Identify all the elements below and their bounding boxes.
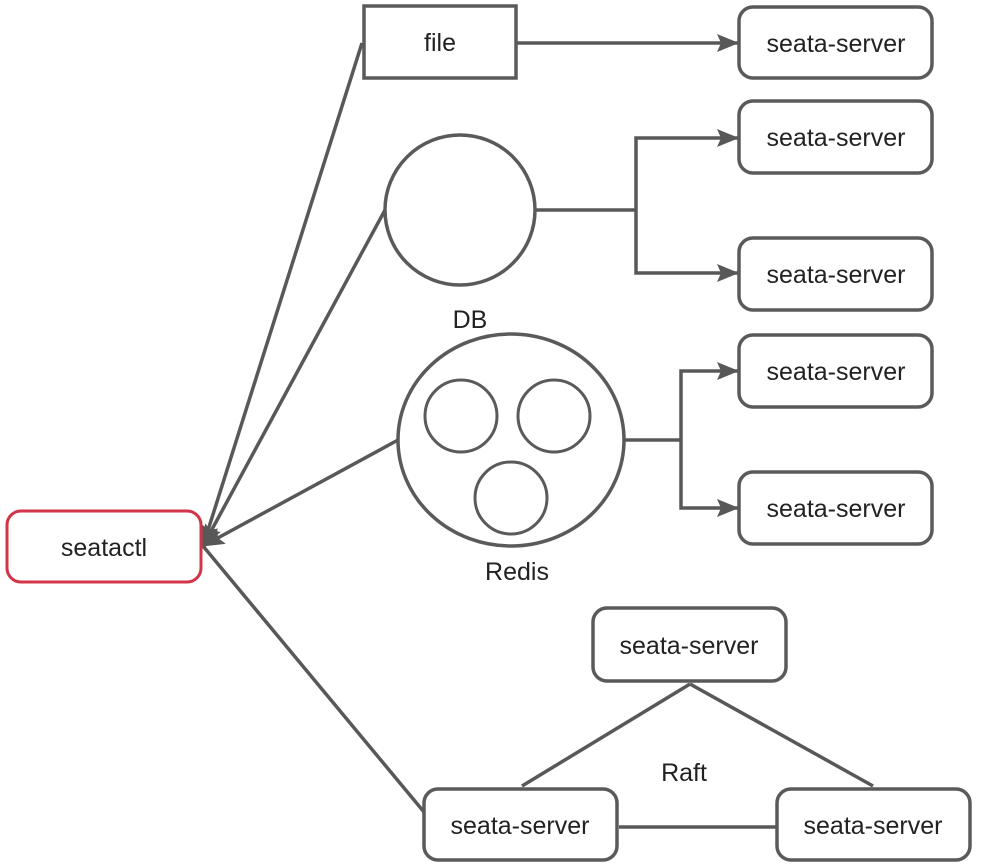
node-redis-server-1[interactable]: seata-server [737,333,934,409]
node-db-server-1[interactable]: seata-server [737,99,934,175]
node-db[interactable]: DB [383,133,537,334]
edge-db-to-server-2 [634,210,739,282]
file-label: file [424,29,456,57]
db-circle-icon [383,133,537,287]
redis-inner-circle-icon [473,460,549,536]
edge-file-to-client [200,42,364,547]
node-db-server-2[interactable]: seata-server [737,236,934,312]
server-label: seata-server [767,30,906,58]
node-raft-left-server[interactable]: seata-server [422,787,619,862]
edge-raft-top-left [521,682,691,788]
server-label: seata-server [620,632,759,660]
raft-label: Raft [661,759,707,787]
node-raft-top-server[interactable]: seata-server [591,606,788,683]
node-file[interactable]: file [362,4,518,80]
redis-label: Redis [485,558,549,586]
server-label: seata-server [804,812,943,840]
edges-to-client [200,42,426,814]
node-raft-right-server[interactable]: seata-server [775,787,972,862]
node-redis[interactable]: Redis [396,332,626,586]
edge-redis-to-server-2 [679,440,739,517]
edge-redis-to-client [202,438,399,548]
server-label: seata-server [767,495,906,523]
redis-inner-circle-icon [516,378,592,454]
edge-client-to-raft [201,544,426,814]
edge-raft-top-right [689,682,874,788]
server-label: seata-server [767,358,906,386]
server-label: seata-server [767,124,906,152]
edge-db-to-client [201,209,387,547]
seatactl-label: seatactl [61,534,147,562]
redis-inner-circle-icon [423,378,499,454]
db-label: DB [453,306,488,334]
node-file-server[interactable]: seata-server [737,5,934,80]
node-redis-server-2[interactable]: seata-server [737,470,934,546]
edge-redis-to-server-1 [679,362,739,440]
server-label: seata-server [767,261,906,289]
edge-db-to-server-1 [634,129,739,210]
node-seatactl[interactable]: seatactl [5,509,203,584]
server-label: seata-server [451,812,590,840]
